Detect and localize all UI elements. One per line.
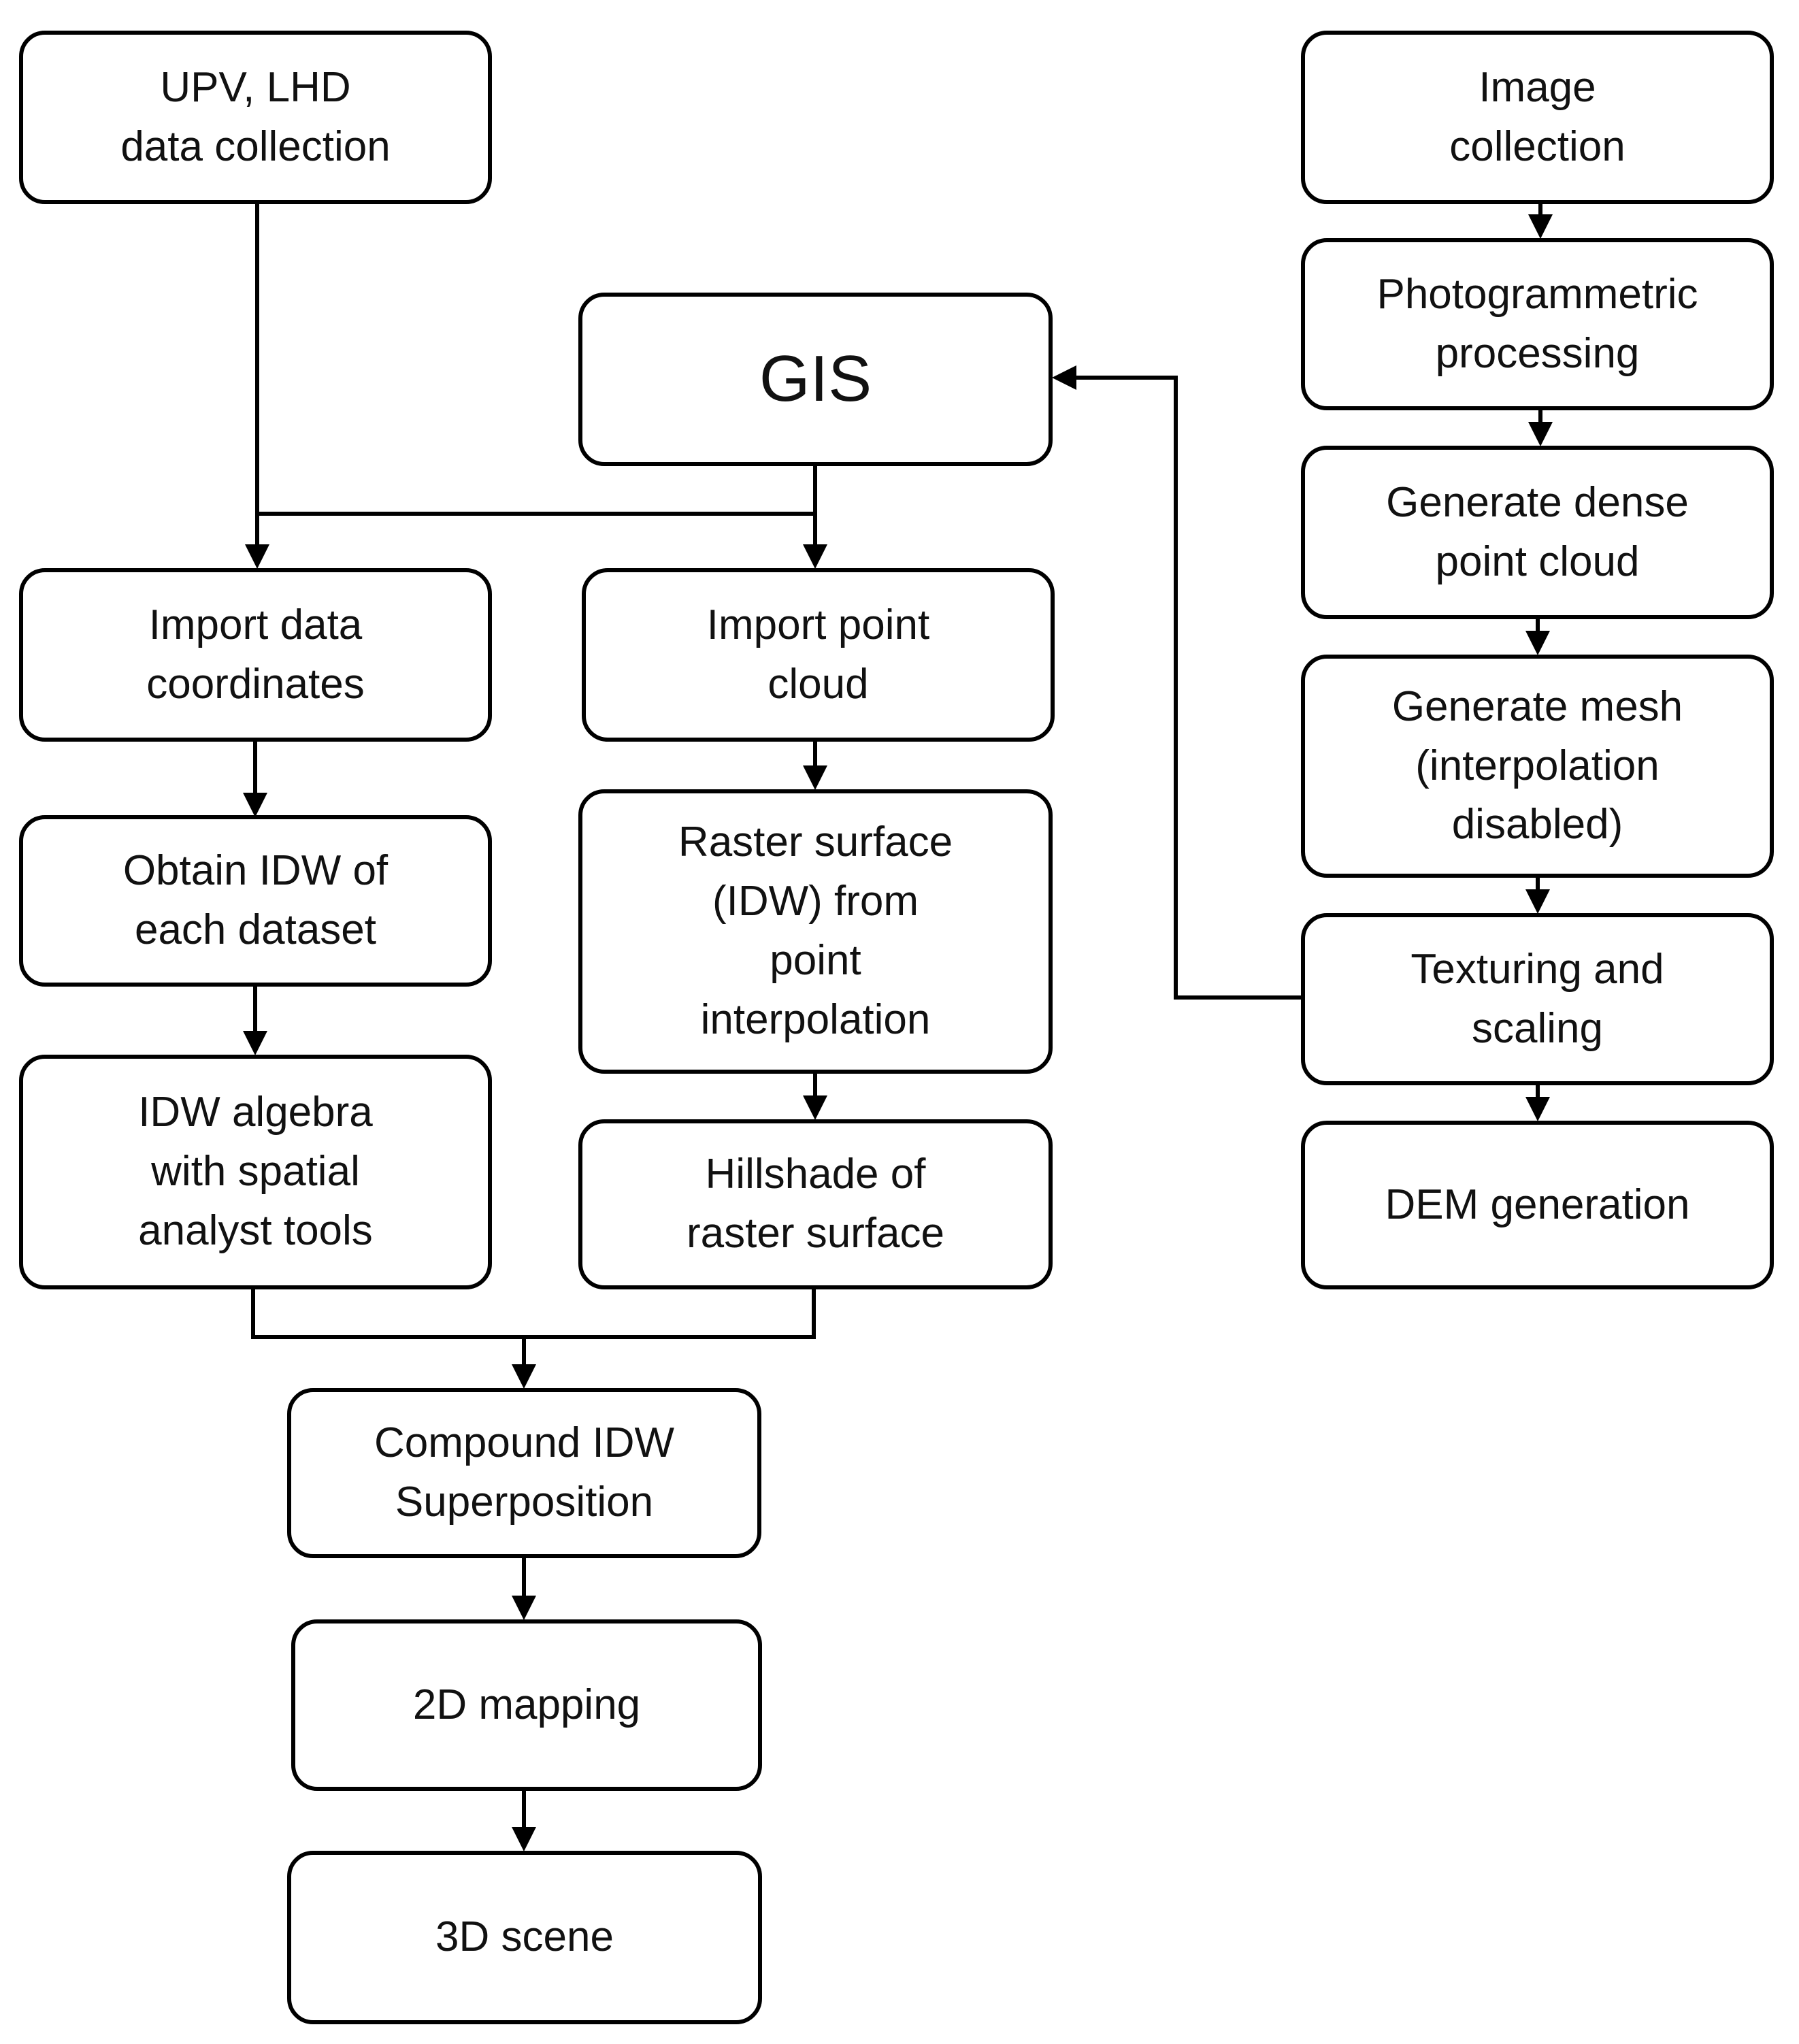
node-generate-mesh: Generate mesh (interpolation disabled): [1301, 655, 1774, 878]
node-upv-lhd-data-collection: UPV, LHD data collection: [19, 31, 492, 204]
node-dem-generation: DEM generation: [1301, 1121, 1774, 1289]
node-photogrammetric-processing: Photogrammetric processing: [1301, 238, 1774, 410]
connector-idw-algebra-to-merge: [251, 1289, 816, 1339]
node-import-data-coordinates: Import data coordinates: [19, 568, 492, 742]
node-obtain-idw: Obtain IDW of each dataset: [19, 815, 492, 987]
node-generate-dense-point-cloud: Generate dense point cloud: [1301, 446, 1774, 619]
node-gis: GIS: [578, 293, 1053, 466]
node-idw-algebra: IDW algebra with spatial analyst tools: [19, 1055, 492, 1289]
node-hillshade: Hillshade of raster surface: [578, 1119, 1053, 1289]
connector-texturing-to-gis: [1052, 365, 1301, 1000]
node-compound-idw-superposition: Compound IDW Superposition: [287, 1388, 761, 1558]
node-import-point-cloud: Import point cloud: [582, 568, 1055, 742]
node-image-collection: Image collection: [1301, 31, 1774, 204]
node-texturing-and-scaling: Texturing and scaling: [1301, 913, 1774, 1085]
node-raster-surface: Raster surface (IDW) from point interpol…: [578, 789, 1053, 1074]
node-3d-scene: 3D scene: [287, 1851, 762, 2024]
node-2d-mapping: 2D mapping: [291, 1619, 762, 1791]
